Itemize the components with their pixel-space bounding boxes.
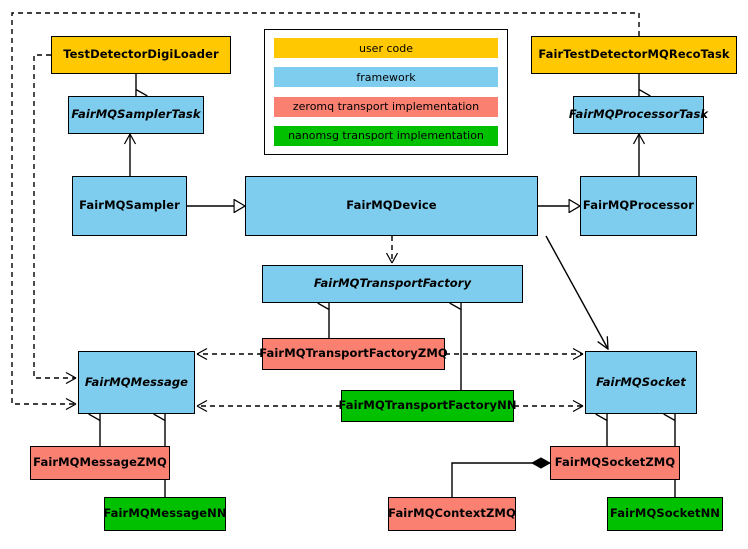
class-node-label: FairMQProcessorTask bbox=[568, 107, 709, 122]
class-node-label: FairMQSampler bbox=[79, 198, 180, 213]
class-node-FairMQMessage[interactable]: FairMQMessage bbox=[78, 351, 195, 414]
legend-label-zeromq: zeromq transport implementation bbox=[292, 100, 480, 114]
legend-item-user-code: user code bbox=[274, 38, 498, 58]
class-node-FairMQMessageZMQ[interactable]: FairMQMessageZMQ bbox=[30, 446, 170, 480]
legend-item-zeromq: zeromq transport implementation bbox=[274, 96, 498, 117]
class-node-FairMQProcessorTask[interactable]: FairMQProcessorTask bbox=[569, 96, 708, 134]
class-node-label: FairMQTransportFactory bbox=[313, 276, 472, 291]
class-node-label: FairMQSocket bbox=[596, 374, 686, 389]
legend-label-framework: framework bbox=[356, 70, 416, 84]
class-node-label: FairMQSocketNN bbox=[609, 506, 721, 521]
class-node-label: TestDetectorDigiLoader bbox=[63, 47, 219, 62]
class-node-label: FairMQSocketZMQ bbox=[554, 455, 676, 470]
class-node-label: FairMQTransportFactoryZMQ bbox=[259, 346, 448, 361]
class-node-label: FairMQMessage bbox=[84, 374, 189, 389]
legend-label-user-code: user code bbox=[358, 41, 414, 55]
class-node-TestDetectorDigiLoader[interactable]: TestDetectorDigiLoader bbox=[51, 36, 231, 74]
legend-item-framework: framework bbox=[274, 67, 498, 88]
class-node-label: FairMQDevice bbox=[346, 198, 437, 213]
class-node-FairMQTransportFactoryNN[interactable]: FairMQTransportFactoryNN bbox=[338, 390, 517, 422]
class-node-FairTestDetectorMQRecoTask[interactable]: FairTestDetectorMQRecoTask bbox=[531, 36, 737, 74]
class-node-FairMQSamplerTask[interactable]: FairMQSamplerTask bbox=[68, 96, 204, 134]
class-node-label: FairMQSamplerTask bbox=[71, 107, 201, 122]
class-node-label: FairMQTransportFactoryNN bbox=[338, 398, 517, 413]
class-node-FairMQProcessor[interactable]: FairMQProcessor bbox=[580, 176, 697, 236]
class-node-label: FairMQMessageZMQ bbox=[33, 455, 167, 470]
legend-label-nanomsg: nanomsg transport implementation bbox=[288, 129, 484, 143]
class-node-FairMQContextZMQ[interactable]: FairMQContextZMQ bbox=[388, 497, 516, 531]
class-node-label: FairMQMessageNN bbox=[103, 506, 227, 521]
class-node-label: FairMQContextZMQ bbox=[388, 506, 516, 521]
class-node-FairMQSampler[interactable]: FairMQSampler bbox=[72, 176, 187, 236]
class-node-FairMQSocketNN[interactable]: FairMQSocketNN bbox=[607, 497, 723, 531]
legend-item-nanomsg: nanomsg transport implementation bbox=[274, 125, 498, 146]
class-node-FairMQTransportFactoryZMQ[interactable]: FairMQTransportFactoryZMQ bbox=[259, 338, 448, 370]
class-node-FairMQDevice[interactable]: FairMQDevice bbox=[245, 176, 538, 236]
class-node-FairMQSocketZMQ[interactable]: FairMQSocketZMQ bbox=[550, 446, 680, 480]
class-node-FairMQTransportFactory[interactable]: FairMQTransportFactory bbox=[262, 265, 523, 303]
legend-panel: user code framework zeromq transport imp… bbox=[264, 29, 508, 155]
class-node-FairMQSocket[interactable]: FairMQSocket bbox=[585, 351, 697, 414]
class-node-FairMQMessageNN[interactable]: FairMQMessageNN bbox=[103, 497, 227, 531]
class-node-label: FairTestDetectorMQRecoTask bbox=[538, 47, 730, 62]
class-node-label: FairMQProcessor bbox=[582, 198, 695, 213]
